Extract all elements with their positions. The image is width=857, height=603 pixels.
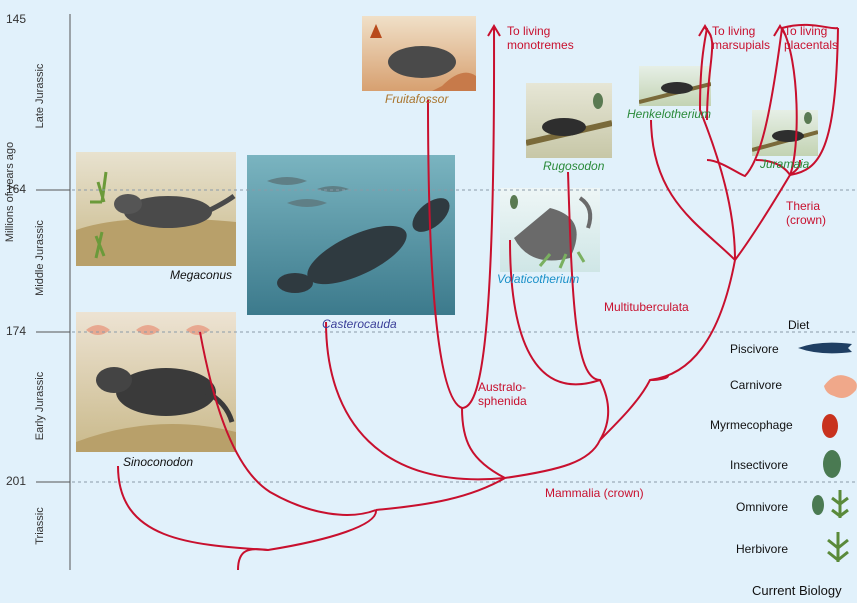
tree-branches [118, 25, 838, 570]
label-sinoconodon: Sinoconodon [123, 455, 193, 469]
label-fruitafossor: Fruitafossor [385, 92, 448, 106]
legend-piscivore: Piscivore [730, 342, 779, 356]
piscivore-icon [798, 343, 852, 354]
label-australosphenida: Australo- sphenida [478, 380, 527, 408]
legend-herbivore: Herbivore [736, 542, 788, 556]
legend-insectivore: Insectivore [730, 458, 788, 472]
legend-icons [798, 343, 857, 562]
label-to-monotremes: To living monotremes [507, 24, 574, 52]
legend-title: Diet [788, 318, 809, 332]
legend-myrmecophage: Myrmecophage [710, 418, 793, 432]
footer-journal: Current Biology [752, 584, 842, 598]
omnivore-icon [812, 495, 824, 515]
label-to-marsupials: To living marsupials [712, 24, 770, 52]
label-theria: Theria (crown) [786, 199, 826, 227]
label-rugosodon: Rugosodon [543, 159, 604, 173]
label-multituberculata: Multituberculata [604, 300, 689, 314]
myrmecophage-icon [822, 414, 838, 438]
label-juramaia: Juramaia [760, 157, 809, 171]
carnivore-icon [824, 375, 857, 398]
herbivore-icon [828, 532, 848, 562]
legend-carnivore: Carnivore [730, 378, 782, 392]
label-casterocauda: Casterocauda [322, 317, 397, 331]
label-henkelotherium: Henkelotherium [627, 107, 711, 121]
label-to-placentals: To living placentals [784, 24, 838, 52]
omnivore-plant-icon [832, 490, 848, 518]
insectivore-icon [823, 450, 841, 478]
label-volaticotherium: Volaticotherium [497, 272, 579, 286]
legend-omnivore: Omnivore [736, 500, 788, 514]
label-megaconus: Megaconus [170, 268, 232, 282]
label-mammalia-crown: Mammalia (crown) [545, 486, 644, 500]
